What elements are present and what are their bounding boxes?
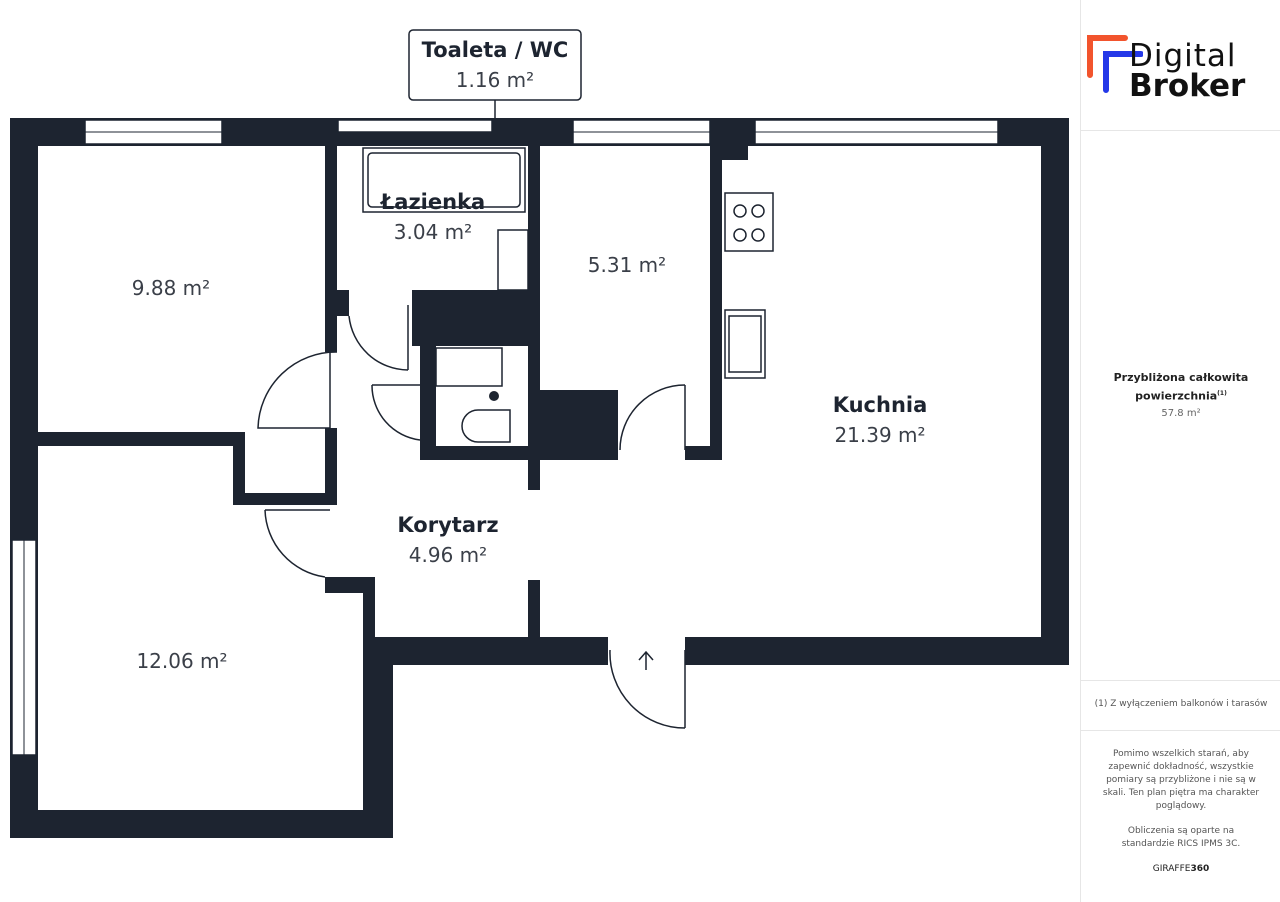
washbasin (497, 229, 529, 291)
toilet-area: 1.16 m² (456, 68, 534, 92)
footnote: (1) Z wyłączeniem balkonów i tarasów (1094, 699, 1268, 709)
logo-line1: Digital (1129, 38, 1237, 74)
toilet-bowl (461, 409, 511, 443)
windows (11, 119, 999, 756)
total-area: Przybliżona całkowita powierzchnia(1) 57… (1081, 370, 1280, 422)
giraffe360-brand: GIRAFFE360 (1081, 863, 1280, 876)
corridor-area: 4.96 m² (409, 543, 487, 567)
room-5-area: 5.31 m² (588, 253, 666, 277)
toilet-tank (435, 347, 503, 387)
digital-broker-logo: Digital Broker (1081, 28, 1280, 103)
kitchen-name: Kuchnia (833, 393, 928, 417)
corridor-name: Korytarz (397, 513, 498, 537)
bathroom-name: Łazienka (380, 190, 485, 214)
disclaimer: Pomimo wszelkich starań, aby zapewnić do… (1102, 749, 1260, 811)
doors (257, 305, 686, 729)
toilet-name: Toaleta / WC (422, 38, 569, 62)
bathroom-area: 3.04 m² (394, 220, 472, 244)
fixtures (362, 147, 774, 443)
sidebar: Digital Broker Przybliżona całkowita pow… (1080, 0, 1280, 902)
bedroom-1-area: 9.88 m² (132, 276, 210, 300)
brand-a: GIRAFFE (1152, 864, 1191, 874)
floor-plan: Toaleta / WC 1.16 m² Łazienka 3.04 m² 5.… (10, 29, 1069, 838)
stove (724, 192, 774, 252)
bedroom-2-area: 12.06 m² (136, 649, 227, 673)
standard-note: Obliczenia są oparte na standardzie RICS… (1121, 826, 1241, 849)
kitchen-area: 21.39 m² (834, 423, 925, 447)
logo-mark-icon (1087, 35, 1143, 93)
brand-b: 360 (1190, 864, 1210, 874)
footnote-marker: (1) (1217, 390, 1227, 397)
total-label: Przybliżona całkowita powierzchnia (1113, 371, 1249, 403)
toilet-callout: Toaleta / WC 1.16 m² (408, 29, 582, 118)
total-value: 57.8 m² (1161, 407, 1201, 419)
logo-line2: Broker (1129, 68, 1246, 104)
walls (10, 118, 1069, 838)
